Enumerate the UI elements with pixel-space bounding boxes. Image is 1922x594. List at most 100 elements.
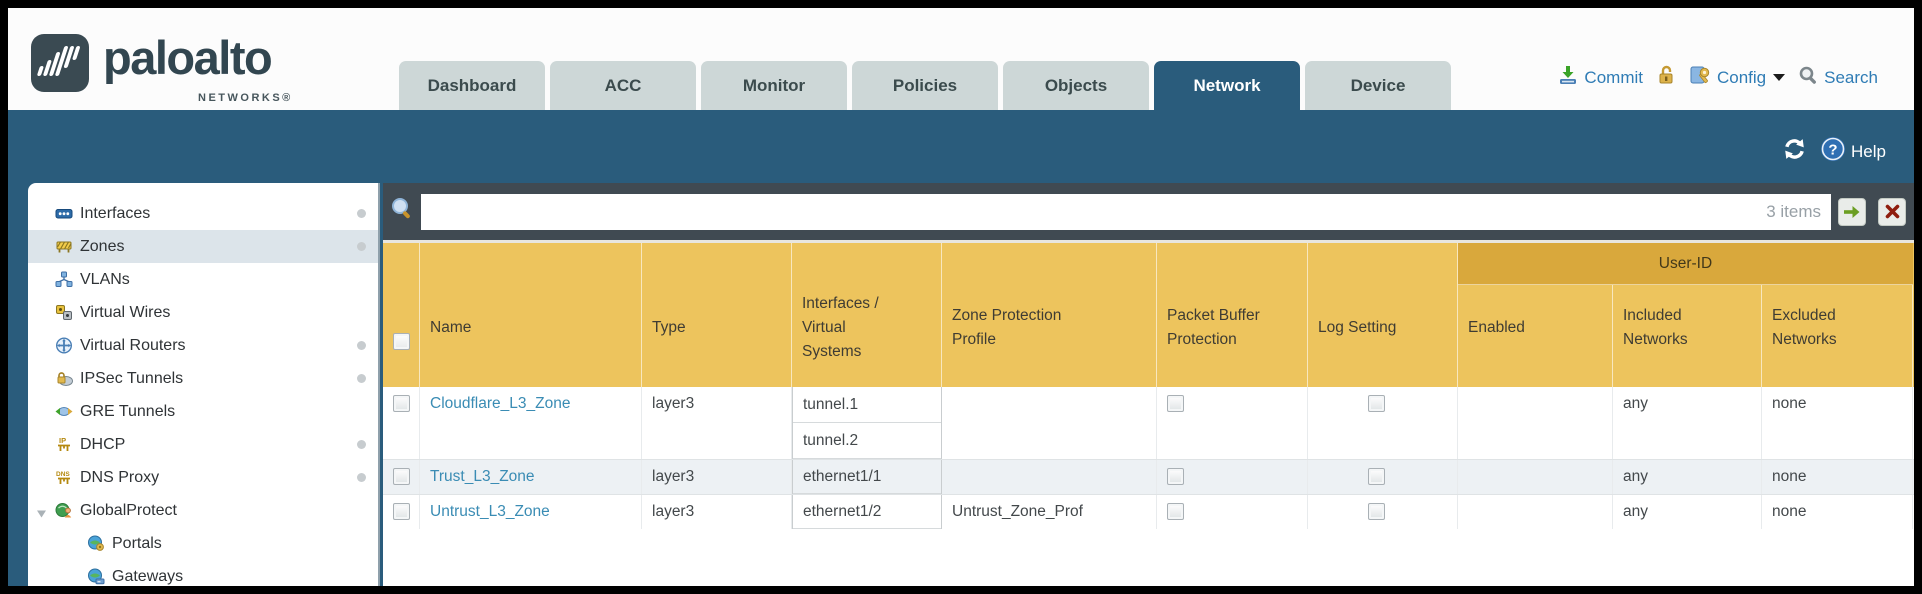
col-header-enabled[interactable]: Enabled [1458,243,1613,387]
interface-entry: tunnel.2 [793,423,941,459]
sidebar-item-label: Virtual Wires [80,303,171,321]
virtual-routers-icon [55,337,73,354]
interface-entry: ethernet1/1 [793,460,941,494]
sidebar-item-portals[interactable]: Portals [28,527,378,560]
packet-buffer-protection-cell [1157,387,1308,459]
col-header-log-setting[interactable]: Log Setting [1308,243,1458,387]
interfaces-cell: ethernet1/1 [792,460,942,494]
zone-name-link[interactable]: Cloudflare_L3_Zone [430,395,571,412]
tab-network[interactable]: Network [1154,61,1300,110]
sidebar-item-interfaces[interactable]: Interfaces [28,197,378,230]
sidebar-item-dns-proxy[interactable]: DNS DNS Proxy [28,461,378,494]
tab-device[interactable]: Device [1305,61,1451,110]
config-button[interactable]: Config [1689,64,1786,91]
packet-buffer-checkbox[interactable] [1167,503,1184,520]
tab-dashboard[interactable]: Dashboard [399,61,545,110]
col-header-name[interactable]: Name [420,243,642,387]
col-header-packet-buffer-protection[interactable]: Packet Buffer Protection [1157,243,1308,387]
zone-name-link[interactable]: Untrust_L3_Zone [430,503,550,520]
sidebar-item-vlans[interactable]: VLANs [28,263,378,296]
config-label: Config [1716,67,1767,87]
row-checkbox[interactable] [392,468,410,485]
tab-monitor[interactable]: Monitor [701,61,847,110]
row-checkbox-cell [383,495,420,529]
sidebar-item-label: IPSec Tunnels [80,369,184,387]
included-networks-cell: any [1613,495,1762,529]
packet-buffer-checkbox[interactable] [1167,395,1184,412]
status-dot [357,209,366,218]
search-button[interactable]: Search [1798,65,1878,91]
sidebar-item-virtual-routers[interactable]: Virtual Routers [28,329,378,362]
paloalto-logo-icon [31,34,89,92]
top-actions: Commit Config Search [1557,64,1878,91]
row-checkbox[interactable] [392,503,410,520]
virtual-wires-icon [55,304,73,321]
col-header-type[interactable]: Type [642,243,792,387]
zones-table-header: User-ID Name Type Interfaces / Virtual S… [383,243,1914,387]
apply-filter-button[interactable] [1838,197,1866,226]
dns-proxy-icon: DNS [55,469,73,486]
tab-objects[interactable]: Objects [1003,61,1149,110]
status-dot [357,440,366,449]
lock-button[interactable] [1656,64,1676,91]
zones-icon [55,238,73,255]
col-header-interfaces[interactable]: Interfaces / Virtual Systems [792,243,942,387]
filter-input[interactable] [421,193,1831,230]
log-setting-cell [1308,387,1458,459]
table-row: Untrust_L3_Zone layer3 ethernet1/2 Untru… [383,494,1914,529]
sidebar-item-gateways[interactable]: Gateways [28,560,378,586]
ipsec-tunnels-icon [55,370,73,387]
search-icon [1798,65,1819,91]
excluded-networks-cell: none [1762,460,1913,494]
user-id-enabled-cell [1368,495,1613,529]
interfaces-icon [55,205,73,222]
body-area: Interfaces Zones VLANs Virtual Wires Vir… [8,183,1914,586]
main-nav-tabs: Dashboard ACC Monitor Policies Objects N… [399,61,1451,110]
commit-label: Commit [1584,67,1643,87]
user-id-enabled-checkbox[interactable] [1368,503,1385,520]
row-checkbox-cell [383,460,420,494]
col-header-excluded-networks[interactable]: Excluded Networks [1762,243,1913,387]
zone-name-link[interactable]: Trust_L3_Zone [430,468,535,485]
commit-button[interactable]: Commit [1557,64,1643,91]
sidebar-item-virtual-wires[interactable]: Virtual Wires [28,296,378,329]
commit-icon [1557,64,1579,91]
sidebar-item-label: VLANs [80,270,130,288]
user-id-enabled-checkbox[interactable] [1368,468,1385,485]
refresh-icon[interactable] [1781,137,1808,166]
status-dot [357,473,366,482]
lock-icon [1656,64,1676,91]
divider [383,240,1914,243]
interfaces-cell: tunnel.1 tunnel.2 [792,387,942,459]
network-sidebar: Interfaces Zones VLANs Virtual Wires Vir… [28,183,380,586]
user-id-enabled-checkbox[interactable] [1368,395,1385,412]
included-networks-cell: any [1613,460,1762,494]
row-checkbox-cell [383,387,420,459]
zones-content-pane: 3 items User-ID Name Type Interfaces / V… [383,183,1914,586]
packet-buffer-protection-cell [1157,495,1308,529]
help-button[interactable]: ? Help [1820,136,1886,167]
expand-triangle-icon[interactable] [36,506,47,524]
sidebar-item-ipsec-tunnels[interactable]: IPSec Tunnels [28,362,378,395]
sidebar-item-globalprotect[interactable]: GlobalProtect [28,494,378,527]
sub-header-band: ? Help [8,110,1914,183]
col-header-included-networks[interactable]: Included Networks [1613,243,1762,387]
clear-filter-button[interactable] [1878,197,1906,226]
zone-name-cell: Cloudflare_L3_Zone [420,387,642,459]
user-id-enabled-cell [1368,460,1613,494]
packet-buffer-checkbox[interactable] [1167,468,1184,485]
tab-acc[interactable]: ACC [550,61,696,110]
sidebar-item-gre-tunnels[interactable]: GRE Tunnels [28,395,378,428]
select-all-checkbox[interactable] [392,332,410,350]
sidebar-item-dhcp[interactable]: IP DHCP [28,428,378,461]
included-networks-cell: any [1613,387,1762,459]
col-header-zone-protection-profile[interactable]: Zone Protection Profile [942,243,1157,387]
zone-protection-profile-cell [942,460,1157,494]
svg-text:?: ? [1828,142,1837,159]
filter-bar: 3 items [383,183,1914,240]
row-checkbox[interactable] [392,395,410,412]
tab-policies[interactable]: Policies [852,61,998,110]
log-setting-cell [1308,495,1458,529]
sidebar-item-zones[interactable]: Zones [28,230,378,263]
sidebar-item-label: Gateways [112,567,184,585]
